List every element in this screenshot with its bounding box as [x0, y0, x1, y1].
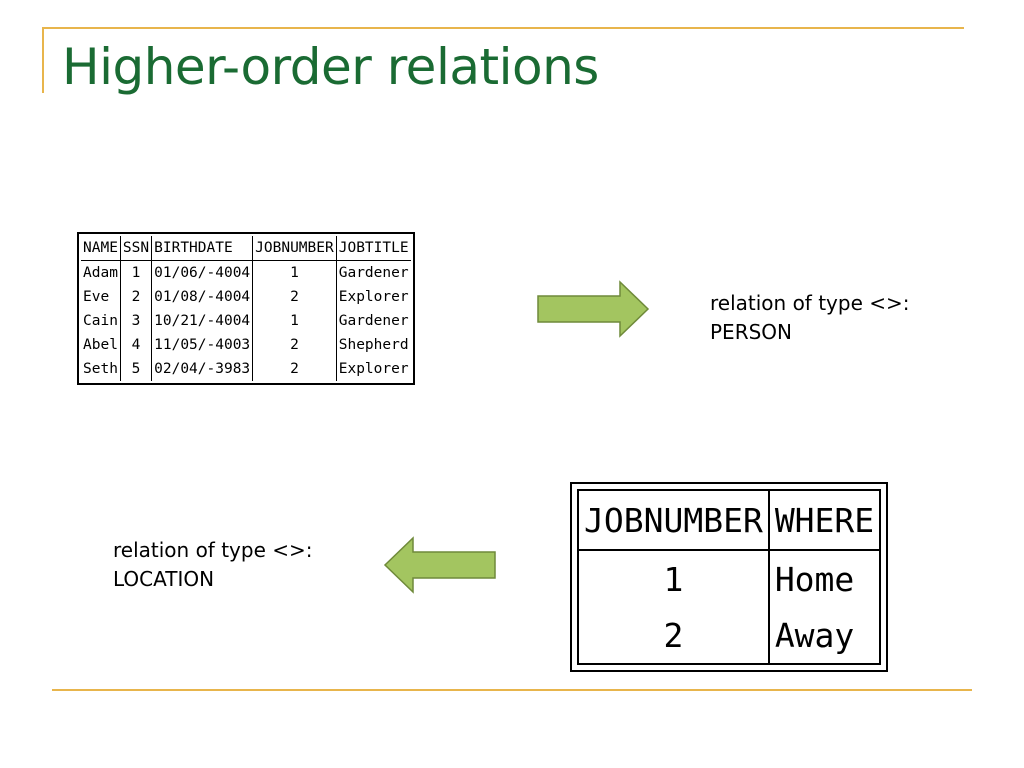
person-table-frame: NAME SSN BIRTHDATE JOBNUMBER JOBTITLE Ad… [77, 232, 415, 385]
table-row: Adam 1 01/06/-4004 1 Gardener [81, 260, 411, 285]
cell-jobnumber: 2 [252, 285, 337, 309]
slide-title: Higher-order relations [62, 38, 599, 96]
table-row: Eve 2 01/08/-4004 2 Explorer [81, 285, 411, 309]
cell-ssn: 1 [119, 260, 152, 285]
location-header-row: JOBNUMBER WHERE [578, 490, 881, 551]
location-table: JOBNUMBER WHERE 1 Home 2 Away [577, 489, 882, 665]
cell-jobnumber: 2 [252, 333, 337, 357]
cell-birthdate: 01/06/-4004 [151, 260, 253, 285]
header-where: WHERE [767, 490, 881, 551]
table-row: 1 Home [578, 550, 881, 607]
table-row: 2 Away [578, 607, 881, 664]
cell-name: Abel [83, 337, 118, 353]
cell-name: Cain [83, 313, 118, 329]
header-jobtitle: JOBTITLE [335, 236, 411, 261]
left-arrow-icon [383, 536, 496, 594]
cell-birthdate: 01/08/-4004 [151, 285, 253, 309]
header-ssn: SSN [119, 236, 152, 261]
cell-jobtitle: Shepherd [335, 333, 411, 357]
header-jobnumber: JOBNUMBER [578, 490, 769, 551]
top-rule [42, 27, 964, 29]
cell-birthdate: 02/04/-3983 [151, 357, 253, 381]
cell-jobtitle: Explorer [335, 285, 411, 309]
cell-jobtitle: Gardener [335, 260, 411, 285]
person-header-row: NAME SSN BIRTHDATE JOBNUMBER JOBTITLE [81, 236, 411, 261]
header-name: NAME [81, 236, 121, 261]
table-row: Cain 3 10/21/-4004 1 Gardener [81, 309, 411, 333]
cell-jobnumber: 1 [252, 309, 337, 333]
cell-jobnumber: 2 [252, 357, 337, 381]
cell-where: Home [767, 550, 881, 607]
header-birthdate: BIRTHDATE [151, 236, 253, 261]
cell-where: Away [767, 607, 881, 664]
person-caption: relation of type <>: PERSON [710, 289, 910, 347]
cell-name: Adam [83, 265, 118, 281]
person-caption-line2: PERSON [710, 320, 792, 344]
cell-name: Seth [83, 361, 118, 377]
person-table: NAME SSN BIRTHDATE JOBNUMBER JOBTITLE Ad… [81, 236, 411, 381]
location-caption-line1: relation of type <>: [113, 538, 313, 562]
header-jobnumber: JOBNUMBER [252, 236, 337, 261]
bottom-rule [52, 689, 972, 691]
location-caption-line2: LOCATION [113, 567, 215, 591]
cell-ssn: 4 [119, 333, 152, 357]
table-row: Seth 5 02/04/-3983 2 Explorer [81, 357, 411, 381]
cell-jobnumber: 1 [663, 559, 684, 599]
right-arrow-icon [537, 280, 650, 338]
cell-name: Eve [83, 289, 110, 305]
cell-jobtitle: Gardener [335, 309, 411, 333]
cell-jobtitle: Explorer [335, 357, 411, 381]
cell-jobnumber: 2 [663, 615, 684, 655]
cell-ssn: 5 [119, 357, 152, 381]
cell-ssn: 2 [119, 285, 152, 309]
table-row: Abel 4 11/05/-4003 2 Shepherd [81, 333, 411, 357]
cell-birthdate: 10/21/-4004 [151, 309, 253, 333]
location-caption: relation of type <>: LOCATION [113, 536, 313, 594]
location-table-frame: JOBNUMBER WHERE 1 Home 2 Away [570, 482, 889, 672]
left-rule [42, 27, 44, 93]
cell-ssn: 3 [119, 309, 152, 333]
cell-birthdate: 11/05/-4003 [151, 333, 253, 357]
cell-jobnumber: 1 [252, 260, 337, 285]
person-caption-line1: relation of type <>: [710, 291, 910, 315]
